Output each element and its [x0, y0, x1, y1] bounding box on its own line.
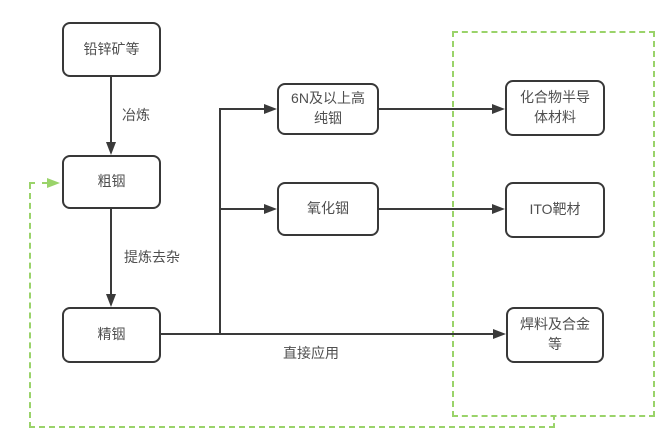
edge-label-smelting: 冶炼 — [120, 105, 152, 125]
recycle-path-top — [29, 182, 48, 184]
node-label-compound-semiconductor: 化合物半导 体材料 — [520, 89, 590, 125]
node-solder-alloy: 焊料及合金 等 — [506, 307, 604, 363]
node-label-high-purity-indium: 6N及以上高 纯铟 — [291, 90, 365, 126]
node-label-lead-zinc-ore: 铅锌矿等 — [83, 40, 140, 57]
node-crude-indium: 粗铟 — [62, 155, 161, 209]
node-high-purity-indium: 6N及以上高 纯铟 — [277, 83, 379, 135]
node-compound-semiconductor: 化合物半导 体材料 — [505, 80, 605, 136]
edge-highpurity-to-semiconductor — [379, 108, 494, 110]
recycle-path-bottom — [29, 426, 555, 428]
edge-ore-to-crude — [110, 77, 112, 144]
recycle-path-stub-down — [553, 415, 555, 428]
node-indium-oxide: 氧化铟 — [277, 182, 379, 236]
recycle-arrowhead-icon — [47, 178, 60, 188]
edge-branch-to-highpurity-arrowhead-icon — [264, 104, 277, 114]
edge-refined-to-solder — [161, 333, 495, 335]
recycle-path-left — [29, 183, 31, 428]
edge-label-direct-application: 直接应用 — [281, 343, 341, 363]
edge-crude-to-refined-arrowhead-icon — [106, 294, 116, 307]
node-label-ito-target: ITO靶材 — [529, 201, 581, 218]
edge-crude-to-refined — [110, 209, 112, 296]
node-label-crude-indium: 粗铟 — [97, 173, 126, 190]
node-ito-target: ITO靶材 — [505, 182, 605, 238]
node-label-indium-oxide: 氧化铟 — [307, 200, 349, 217]
edge-branch-to-oxide — [220, 208, 266, 210]
edge-branch-riser — [219, 108, 221, 334]
edge-highpurity-to-semiconductor-arrowhead-icon — [492, 104, 505, 114]
edge-branch-to-oxide-arrowhead-icon — [264, 204, 277, 214]
node-lead-zinc-ore: 铅锌矿等 — [62, 22, 161, 77]
edge-oxide-to-ito — [379, 208, 494, 210]
node-refined-indium: 精铟 — [62, 307, 161, 363]
node-label-refined-indium: 精铟 — [97, 326, 126, 343]
edge-refined-to-solder-arrowhead-icon — [493, 329, 506, 339]
edge-oxide-to-ito-arrowhead-icon — [492, 204, 505, 214]
edge-branch-to-highpurity — [220, 108, 266, 110]
node-label-solder-alloy: 焊料及合金 等 — [520, 316, 590, 352]
edge-label-refining: 提炼去杂 — [122, 247, 182, 267]
edge-ore-to-crude-arrowhead-icon — [106, 142, 116, 155]
